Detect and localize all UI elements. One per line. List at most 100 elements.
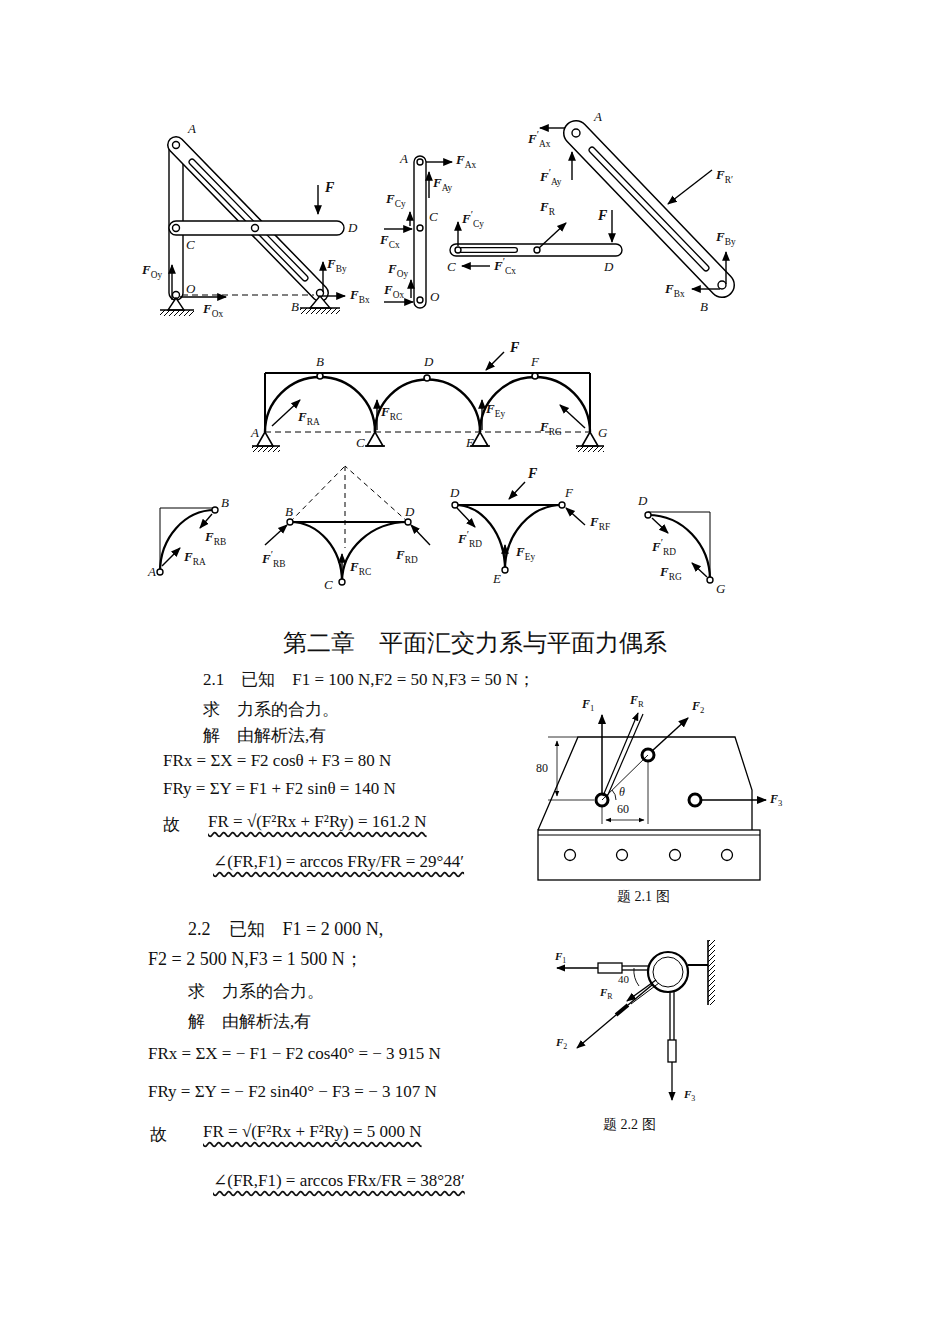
point-label: B bbox=[291, 300, 299, 314]
force-subscript: RC bbox=[359, 567, 371, 577]
point-label: G bbox=[598, 426, 607, 440]
force-letter: F bbox=[142, 262, 151, 277]
point-label: θ bbox=[619, 786, 625, 799]
force-subscript: By bbox=[336, 264, 347, 274]
force-label: F3 bbox=[770, 793, 782, 806]
force-subscript: R bbox=[607, 992, 612, 1001]
force-letter: F bbox=[396, 547, 405, 562]
gusset-plate-figure bbox=[538, 713, 766, 880]
point-label: C bbox=[324, 578, 333, 592]
mechanism-assembly bbox=[160, 138, 345, 316]
arch-structure bbox=[252, 352, 604, 452]
force-letter: F bbox=[458, 531, 467, 546]
force-subscript: RB bbox=[273, 559, 285, 569]
text-line: 40 bbox=[618, 973, 629, 985]
force-label: F′Cy bbox=[462, 212, 484, 226]
force-subscript: RG bbox=[669, 572, 682, 582]
force-label: F2 bbox=[692, 700, 704, 713]
slotted-bar-ab bbox=[540, 128, 726, 289]
prime-mark: ′ bbox=[537, 129, 539, 140]
force-label: FRA bbox=[298, 410, 320, 424]
point-label: A bbox=[148, 565, 156, 579]
text-line: FRx = ΣX = F2 cosθ + F3 = 80 N bbox=[163, 752, 391, 771]
result-formula: FR = √(F²Rx + F²Ry) = 5 000 N bbox=[203, 1123, 422, 1142]
force-subscript: 3 bbox=[778, 798, 782, 808]
force-subscript: 3 bbox=[691, 1094, 695, 1103]
force-letter: F bbox=[590, 514, 599, 529]
force-letter: F bbox=[325, 180, 334, 195]
point-label: C bbox=[186, 238, 195, 252]
force-label: FEy bbox=[486, 402, 505, 416]
force-subscript: R bbox=[638, 699, 644, 709]
force-subscript: Ay bbox=[551, 177, 562, 187]
text-line: 题 2.1 图 bbox=[617, 889, 670, 904]
force-subscript: Bx bbox=[674, 289, 685, 299]
force-label: F′RB bbox=[262, 552, 285, 566]
point-label: E bbox=[466, 436, 474, 450]
point-label: F bbox=[565, 486, 573, 500]
result-formula: ∠(FR,F1) = arccos FRy/FR = 29°44′ bbox=[213, 853, 464, 872]
force-letter: F bbox=[381, 404, 390, 419]
force-label: FRG bbox=[660, 565, 682, 579]
point-label: D bbox=[604, 260, 613, 274]
force-label: FCy bbox=[386, 192, 406, 206]
prime-mark: ′ bbox=[271, 549, 273, 560]
force-subscript: Ey bbox=[525, 552, 535, 562]
force-subscript: RB bbox=[214, 537, 226, 547]
force-subscript: Ay bbox=[442, 183, 453, 193]
force-letter: F bbox=[600, 986, 607, 998]
text-line: FRy = ΣY = F1 + F2 sinθ = 140 N bbox=[163, 780, 396, 799]
force-subscript: R bbox=[549, 207, 555, 217]
force-letter: F bbox=[652, 539, 661, 554]
point-label: D bbox=[405, 505, 414, 519]
point-label: B bbox=[221, 496, 229, 510]
force-letter: F bbox=[540, 169, 549, 184]
force-label: F′Cx bbox=[494, 259, 516, 273]
force-label: FRA bbox=[184, 550, 206, 564]
point-label: D bbox=[348, 221, 357, 235]
text-line: 求 力系的合力。 bbox=[188, 983, 324, 1002]
force-label: FR′ bbox=[716, 168, 733, 182]
force-letter: F bbox=[462, 211, 471, 226]
force-label: F1 bbox=[582, 698, 594, 711]
force-subscript: RC bbox=[390, 412, 402, 422]
prime-mark: ′ bbox=[661, 537, 663, 548]
text-line: 题 2.2 图 bbox=[603, 1117, 656, 1132]
force-letter: F bbox=[540, 419, 549, 434]
force-letter: F bbox=[350, 287, 359, 302]
force-letter: F bbox=[510, 340, 519, 355]
force-label: F2 bbox=[556, 1036, 567, 1048]
point-label: A bbox=[188, 122, 196, 136]
force-label: FR bbox=[540, 200, 555, 214]
force-letter: F bbox=[684, 1088, 691, 1100]
point-label: O bbox=[186, 282, 195, 296]
text-line: 80 bbox=[536, 762, 548, 775]
force-label: FRB bbox=[205, 530, 226, 544]
force-label: FR bbox=[600, 986, 613, 998]
point-label: F bbox=[531, 355, 539, 369]
force-subscript: Oy bbox=[151, 270, 162, 280]
text-line: 故 bbox=[163, 816, 180, 835]
force-subscript: Cy bbox=[473, 219, 484, 229]
force-subscript: Ox bbox=[212, 309, 223, 319]
force-label: F bbox=[325, 180, 334, 195]
force-subscript: RG bbox=[549, 427, 562, 437]
force-label: FCx bbox=[380, 233, 400, 247]
point-label: D bbox=[450, 486, 459, 500]
force-label: FAx bbox=[456, 153, 476, 167]
force-letter: F bbox=[350, 559, 359, 574]
force-letter: F bbox=[540, 199, 549, 214]
force-letter: F bbox=[327, 256, 336, 271]
force-letter: F bbox=[516, 544, 525, 559]
point-label: A bbox=[251, 426, 259, 440]
result-formula: FR = √(F²Rx + F²Ry) = 161.2 N bbox=[208, 813, 427, 832]
force-letter: F bbox=[486, 401, 495, 416]
force-letter: F bbox=[528, 466, 537, 481]
force-label: FBx bbox=[665, 282, 685, 296]
prime-mark: ′ bbox=[467, 529, 469, 540]
force-letter: F bbox=[716, 229, 725, 244]
point-label: A bbox=[594, 110, 602, 124]
prime-mark: ′ bbox=[503, 256, 505, 267]
point-label: G bbox=[716, 582, 725, 596]
